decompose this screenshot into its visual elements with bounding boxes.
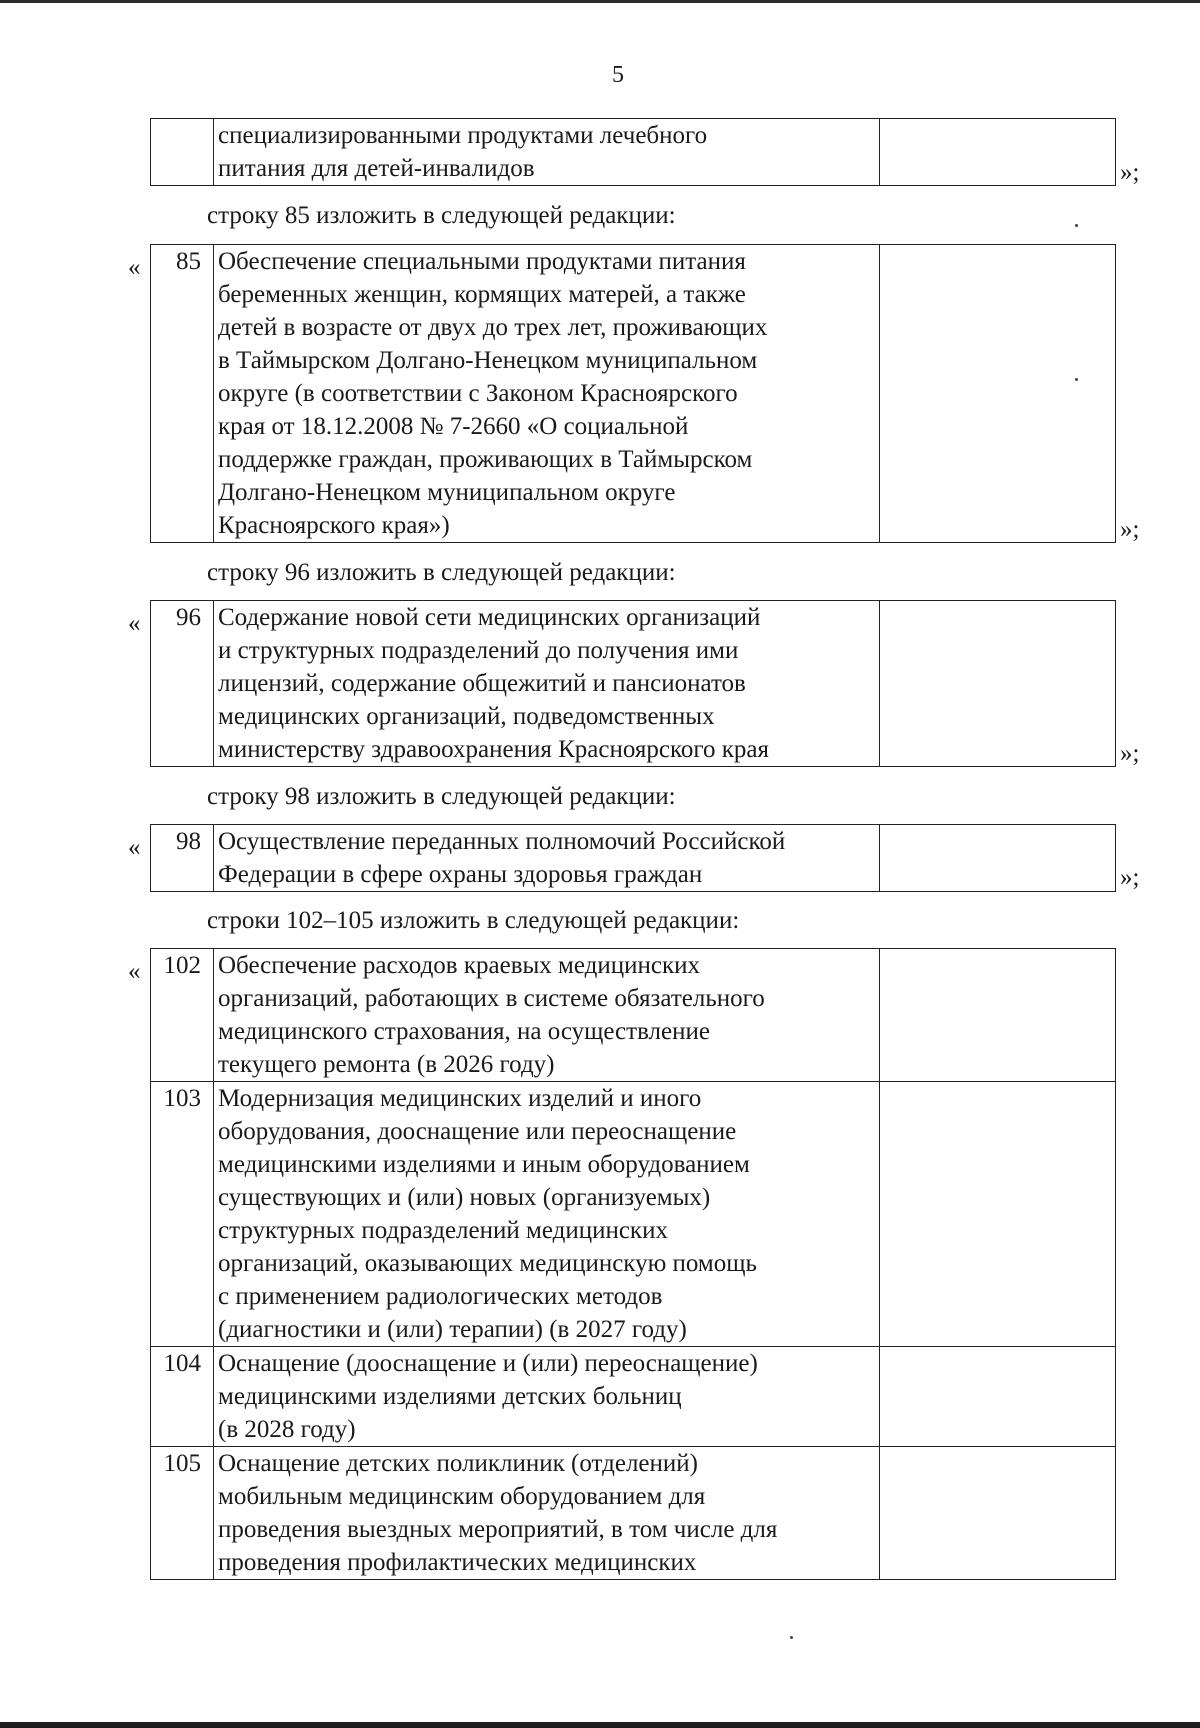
row-text-cell: Оснащение (дооснащение и (или) переоснащ… [213,1346,880,1447]
row-text-line: Содержание новой сети медицинских органи… [218,604,761,631]
row-text-line: структурных подразделений медицинских [218,1217,668,1244]
table-row-96: 96 Содержание новой сети медицинских орг… [150,600,1116,767]
row-text-line: текущего ремонта (в 2026 году) [218,1051,555,1078]
scan-speck [1075,224,1078,227]
row-number: 103 [163,1085,202,1112]
table-row: 96 Содержание новой сети медицинских орг… [150,600,1116,767]
row-number-cell: 103 [150,1081,214,1347]
scan-speck [1075,378,1078,381]
row-text-line: лицензий, содержание общежитий и пансион… [218,670,746,697]
instruction-row-96: строку 96 изложить в следующей редакции: [207,559,676,586]
row-number: 105 [163,1450,202,1477]
row-value-cell [879,600,1116,767]
table-row: 98 Осуществление переданных полномочий Р… [150,824,1116,892]
table-row: 103 Модернизация медицинских изделий и и… [150,1081,1116,1347]
row-text-line: министерству здравоохранения Красноярско… [218,736,769,763]
row-text-cell: Оснащение детских поликлиник (отделений)… [213,1446,880,1580]
row-number: 102 [163,952,202,979]
row-text-line: (в 2028 году) [218,1416,356,1443]
row-text-line: Обеспечение расходов краевых медицинских [218,952,700,979]
row-text-line: медицинских организаций, подведомственны… [218,703,715,730]
table-row-98: 98 Осуществление переданных полномочий Р… [150,824,1116,892]
row-text-line: организаций, оказывающих медицинскую пом… [218,1250,757,1277]
row-number: 96 [176,604,201,631]
row-text-line: специализированными продуктами лечебного [218,122,708,149]
row-text-line: в Таймырском Долгано-Ненецком муниципаль… [218,347,758,374]
closing-quote: »; [1120,740,1140,767]
row-text-line: Оснащение (дооснащение и (или) переоснащ… [218,1350,758,1377]
row-text-line: мобильным медицинским оборудованием для [218,1483,706,1510]
table-row: 104 Оснащение (дооснащение и (или) перео… [150,1346,1116,1447]
row-text-line: проведения выездных мероприятий, в том ч… [218,1516,778,1543]
scan-edge-bottom [0,1722,1200,1728]
table-row: 85 Обеспечение специальными продуктами п… [150,244,1116,543]
row-number-cell: 96 [150,600,214,767]
scan-edge-top [0,0,1200,3]
table-rows-102-105: 102 Обеспечение расходов краевых медицин… [150,948,1116,1580]
table-row: 105 Оснащение детских поликлиник (отделе… [150,1446,1116,1580]
row-text-cell: Обеспечение специальными продуктами пита… [213,244,880,543]
row-number-cell: 85 [150,244,214,543]
closing-quote: »; [1120,516,1140,543]
row-number: 85 [176,248,201,275]
row-number-cell [150,118,214,186]
row-value-cell [879,1081,1116,1347]
row-text-line: медицинскими изделиями детских больниц [218,1383,682,1410]
scan-speck [790,1636,793,1639]
row-text-line: (диагностики и (или) терапии) (в 2027 го… [218,1316,687,1343]
row-text-line: и структурных подразделений до получения… [218,637,739,664]
row-number-cell: 98 [150,824,214,892]
row-value-cell [879,948,1116,1082]
row-text-cell: специализированными продуктами лечебного… [213,118,880,186]
row-value-cell [879,118,1116,186]
row-text-line: Федерации в сфере охраны здоровья гражда… [218,861,703,888]
row-text-line: округе (в соответствии с Законом Красноя… [218,380,738,407]
row-text-line: Оснащение детских поликлиник (отделений) [218,1450,698,1477]
row-text-line: медицинскими изделиями и иным оборудован… [218,1151,750,1178]
closing-quote: »; [1120,159,1140,186]
row-text-line: медицинского страхования, на осуществлен… [218,1018,710,1045]
row-value-cell [879,824,1116,892]
row-value-cell [879,244,1116,543]
row-number: 104 [163,1350,202,1377]
row-number-cell: 102 [150,948,214,1082]
row-text-line: Модернизация медицинских изделий и иного [218,1085,702,1112]
row-text-cell: Обеспечение расходов краевых медицинских… [213,948,880,1082]
page-number: 5 [612,62,624,88]
row-number-cell: 105 [150,1446,214,1580]
table-row: 102 Обеспечение расходов краевых медицин… [150,948,1116,1082]
row-text-line: оборудования, дооснащение или переоснаще… [218,1118,737,1145]
row-value-cell [879,1346,1116,1447]
opening-quote: « [128,610,141,637]
row-text-cell: Содержание новой сети медицинских органи… [213,600,880,767]
row-text-line: поддержке граждан, проживающих в Таймырс… [218,446,753,473]
row-text-line: с применением радиологических методов [218,1283,663,1310]
row-text-cell: Модернизация медицинских изделий и иного… [213,1081,880,1347]
row-text-line: проведения профилактических медицинских [218,1549,697,1576]
row-text-line: Долгано-Ненецком муниципальном округе [218,479,676,506]
opening-quote: « [128,254,141,281]
row-text-line: питания для детей-инвалидов [218,155,535,182]
row-text-line: беременных женщин, кормящих матерей, а т… [218,281,746,308]
row-text-line: детей в возрасте от двух до трех лет, пр… [218,314,768,341]
row-text-line: существующих и (или) новых (организуемых… [218,1184,711,1211]
row-number-cell: 104 [150,1346,214,1447]
row-text-cell: Осуществление переданных полномочий Росс… [213,824,880,892]
opening-quote: « [128,958,141,985]
table-row: специализированными продуктами лечебного… [150,118,1116,186]
row-text-line: Красноярского края») [218,512,450,539]
opening-quote: « [128,834,141,861]
instruction-row-98: строку 98 изложить в следующей редакции: [207,783,676,810]
table-row-85: 85 Обеспечение специальными продуктами п… [150,244,1116,543]
row-text-line: Осуществление переданных полномочий Росс… [218,828,786,855]
row-text-line: края от 18.12.2008 № 7-2660 «О социально… [218,413,689,440]
row-value-cell [879,1446,1116,1580]
closing-quote: »; [1120,864,1140,891]
instruction-rows-102-105: строки 102–105 изложить в следующей реда… [207,907,740,934]
row-text-line: Обеспечение специальными продуктами пита… [218,248,746,275]
row-text-line: организаций, работающих в системе обязат… [218,985,765,1012]
row-number: 98 [176,828,201,855]
instruction-row-85: строку 85 изложить в следующей редакции: [207,202,676,229]
table-continuation: специализированными продуктами лечебного… [150,118,1116,186]
